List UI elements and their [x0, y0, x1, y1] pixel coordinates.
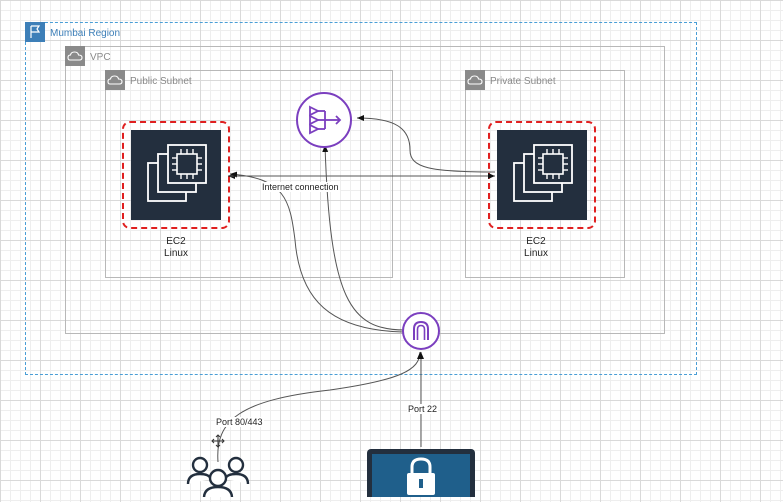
- ec2-public-type: EC2: [166, 236, 186, 247]
- private-subnet-container: [465, 70, 625, 278]
- nat-gateway-icon: [296, 92, 352, 148]
- public-subnet-cloud-icon: [105, 70, 125, 90]
- internet-connection-label: Internet connection: [261, 182, 340, 192]
- internet-gateway[interactable]: [401, 311, 441, 351]
- vpc-container: [65, 46, 665, 334]
- region-container: [25, 22, 697, 375]
- vpc-cloud-icon: [65, 46, 85, 66]
- port-web-label: Port 80/443: [215, 417, 264, 427]
- edge-igw-to-nat: [322, 144, 406, 331]
- region-label: Mumbai Region: [50, 28, 121, 39]
- ec2-instance-icon: [497, 130, 587, 220]
- private-subnet-label: Private Subnet: [490, 76, 556, 87]
- ec2-public-os: Linux: [164, 248, 188, 259]
- vpc-label: VPC: [90, 52, 111, 63]
- edge-private-to-nat: [356, 115, 496, 173]
- admin-client[interactable]: [365, 447, 477, 502]
- ec2-private-caption: EC2 Linux: [516, 236, 556, 260]
- nat-gateway[interactable]: [294, 90, 354, 150]
- edge-igw-to-public: [229, 171, 404, 333]
- port-ssh-label: Port 22: [407, 404, 439, 414]
- users-icon: [186, 456, 250, 499]
- ec2-public-instance[interactable]: [122, 121, 230, 229]
- move-cursor-icon: [211, 434, 225, 448]
- users-group[interactable]: [185, 452, 251, 499]
- internet-gateway-icon: [402, 312, 440, 350]
- ec2-instance-icon: [131, 130, 221, 220]
- flag-icon: [25, 22, 45, 42]
- ec2-private-os: Linux: [524, 248, 548, 259]
- private-subnet-cloud-icon: [465, 70, 485, 90]
- ec2-private-type: EC2: [526, 236, 546, 247]
- ec2-public-caption: EC2 Linux: [156, 236, 196, 260]
- public-subnet-label: Public Subnet: [130, 76, 192, 87]
- edge-users-to-igw: [217, 351, 423, 463]
- public-subnet-container: [105, 70, 393, 278]
- ec2-private-instance[interactable]: [488, 121, 596, 229]
- lock-icon: [367, 449, 475, 502]
